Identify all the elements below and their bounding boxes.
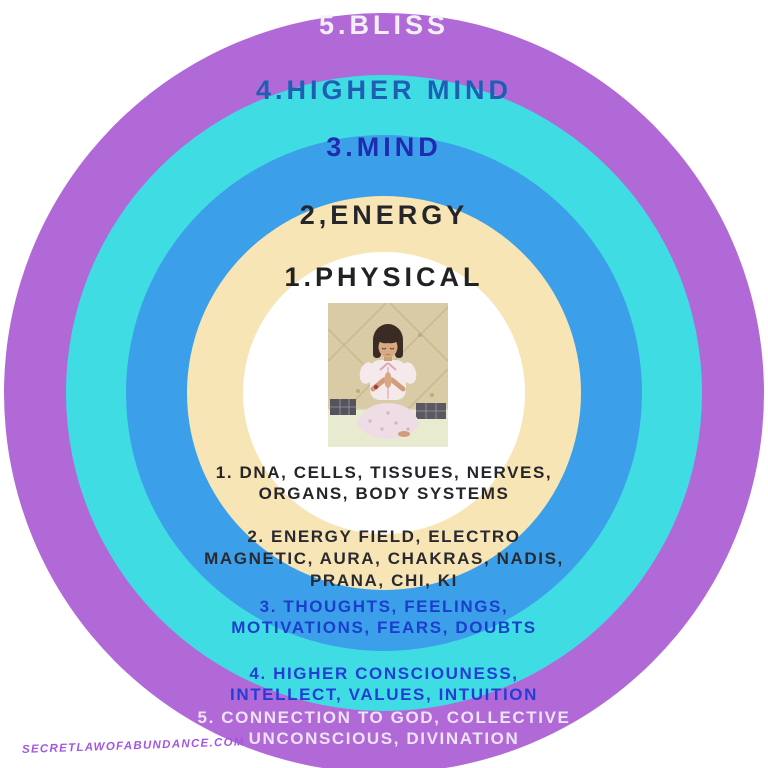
description-line: 2. ENERGY FIELD, ELECTRO: [247, 527, 521, 546]
collar: [379, 362, 397, 371]
prayer-hands: [384, 372, 392, 388]
mouth: [385, 353, 391, 356]
plaid-blanket: [330, 399, 446, 419]
description-energy: 2. ENERGY FIELD, ELECTRO MAGNETIC, AURA,…: [0, 526, 768, 592]
pajama-pattern-dots: [368, 411, 410, 431]
photo-meditating-girl: [328, 303, 448, 447]
description-line: MAGNETIC, AURA, CHAKRAS, NADIS,: [204, 549, 564, 568]
foot: [398, 431, 410, 437]
bracelet: [373, 384, 379, 390]
description-bliss: 5. CONNECTION TO GOD, COLLECTIVE UNCONSC…: [0, 707, 768, 749]
girl: [356, 324, 420, 439]
description-line: UNCONSCIOUS, DIVINATION: [248, 729, 520, 748]
description-line: 4. HIGHER CONSCIOUNESS,: [249, 664, 519, 683]
label-bliss: 5.BLISS: [318, 10, 450, 40]
label-physical: 1.PHYSICAL: [284, 262, 484, 292]
description-line: 1. DNA, CELLS, TISSUES, NERVES,: [215, 463, 553, 482]
description-line: 3. THOUGHTS, FEELINGS,: [259, 597, 509, 616]
description-line: INTELLECT, VALUES, INTUITION: [230, 685, 538, 704]
description-line: ORGANS, BODY SYSTEMS: [258, 484, 510, 503]
description-mind: 3. THOUGHTS, FEELINGS, MOTIVATIONS, FEAR…: [0, 596, 768, 638]
description-physical: 1. DNA, CELLS, TISSUES, NERVES, ORGANS, …: [0, 462, 768, 504]
description-higher-mind: 4. HIGHER CONSCIOUNESS, INTELLECT, VALUE…: [0, 663, 768, 705]
description-line: PRANA, CHI, KI: [309, 571, 458, 590]
label-higher-mind: 4.HIGHER MIND: [255, 75, 513, 105]
label-mind: 3.MIND: [326, 132, 442, 162]
label-energy: 2,ENERGY: [299, 200, 469, 230]
fringe: [378, 335, 398, 344]
description-line: 5. CONNECTION TO GOD, COLLECTIVE: [197, 708, 571, 727]
crossed-legs: [356, 403, 420, 439]
closed-eyes: [381, 347, 395, 350]
description-line: MOTIVATIONS, FEARS, DOUBTS: [231, 618, 537, 637]
